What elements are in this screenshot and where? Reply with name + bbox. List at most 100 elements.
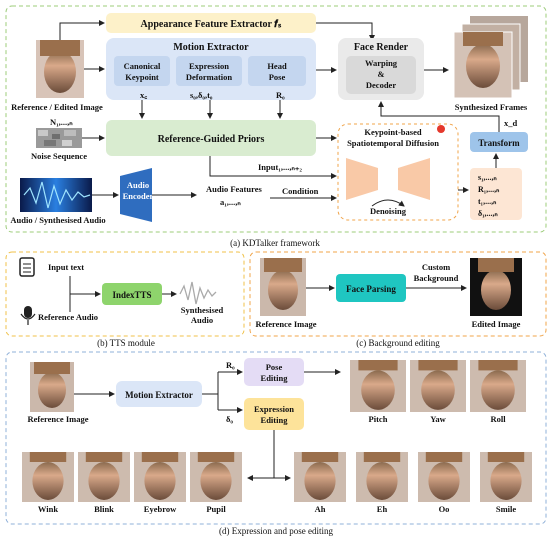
d-reference-label: Reference Image: [28, 414, 89, 424]
warping-line2: &: [377, 69, 384, 79]
expr-oo-label: Oo: [439, 504, 450, 514]
face-parsing-label: Face Parsing: [346, 284, 396, 294]
warping-line3: Decoder: [366, 80, 396, 90]
audio-label: Audio / Synthesised Audio: [10, 215, 105, 225]
pose-editing-box: [244, 358, 304, 386]
param-d: δ₁,...,ₙ: [478, 209, 498, 218]
synth-audio-line2: Audio: [191, 315, 213, 325]
panel-a-border: [5, 5, 547, 233]
audio-encoder-line1: Audio: [127, 180, 149, 190]
param-t: t₁,...,ₙ: [478, 197, 496, 206]
expression-deformation-line1: Expression: [189, 61, 229, 71]
transform-label: Transform: [478, 138, 520, 148]
decoder-trapezoid: [398, 158, 430, 200]
indextts-box: [102, 283, 162, 305]
pose-roll-label: Roll: [490, 414, 506, 424]
arrow-ref-to-appearance: [59, 20, 105, 40]
expr-eh-label: Eh: [377, 504, 388, 514]
encoder-trapezoid: [346, 158, 378, 200]
pose-yaw-label: Yaw: [430, 414, 446, 424]
panel-c-border: [249, 251, 547, 337]
expression-editing-line2: Editing: [261, 415, 289, 425]
caption-d: (d) Expression and pose editing: [219, 526, 333, 536]
noise-image: [36, 128, 82, 148]
warping-box: [346, 56, 416, 94]
expression-editing-line1: Expression: [254, 404, 294, 414]
params-box: [470, 168, 522, 220]
d-motion-box: [116, 381, 202, 407]
expression-deformation-line2: Deformation: [186, 72, 233, 82]
expr-blink-thumb: [78, 452, 130, 502]
synth-waveform-icon: [179, 281, 217, 305]
c-edited-label: Edited Image: [472, 319, 521, 329]
expression-deformation-box: [176, 56, 242, 86]
pose-roll-thumb: [470, 360, 526, 412]
n-seq-label: N₁,...,ₙ: [50, 117, 73, 127]
caption-c: (c) Background editing: [356, 338, 440, 348]
custom-bg-line1: Custom: [422, 262, 450, 272]
synth-frames-label: Synthesized Frames: [455, 102, 528, 112]
xc-label: x꜀: [140, 90, 147, 100]
reference-image-label: Reference / Edited Image: [11, 102, 103, 112]
expr-blink-label: Blink: [94, 504, 114, 514]
expr-ah-thumb: [294, 452, 346, 502]
microphone-icon: [20, 306, 36, 325]
expr-pupil-label: Pupil: [206, 504, 226, 514]
custom-bg-line2: Background: [414, 273, 459, 283]
denoising-loop: [371, 199, 405, 207]
expr-smile-label: Smile: [496, 504, 517, 514]
canonical-keypoint-line1: Canonical: [124, 61, 161, 71]
motion-extractor-label: Motion Extractor: [173, 42, 249, 53]
warping-line1: Warping: [365, 58, 398, 68]
expr-pupil-thumb: [190, 452, 242, 502]
head-pose-line1: Head: [267, 61, 287, 71]
face-parsing-box: [336, 274, 406, 302]
arrow-appearance-to-render: [316, 22, 375, 41]
pose-pitch-label: Pitch: [369, 414, 388, 424]
appearance-extractor-box: [106, 13, 316, 33]
audio-features-line1: Audio Features: [206, 184, 262, 194]
reference-image: [36, 40, 84, 98]
arrow-transform-to-render: [378, 101, 500, 132]
diffusion-line1: Keypoint-based: [364, 127, 421, 137]
input-label: Input₁,...,ₙ₊₂: [258, 162, 302, 172]
reference-audio-label: Reference Audio: [38, 312, 98, 322]
caption-b: (b) TTS module: [97, 338, 155, 348]
audio-encoder-line2: Encoder: [123, 191, 154, 201]
arrow-input-to-diffusion: [209, 156, 337, 179]
audio-features-line2: a₁,...,ₙ: [220, 197, 241, 207]
expr-eyebrow-thumb: [134, 452, 186, 502]
pose-pitch-thumb: [350, 360, 406, 412]
audio-encoder: [120, 168, 152, 222]
appearance-extractor-label: Appearance Feature Extractor 𝒇ₛ: [141, 18, 282, 30]
canonical-keypoint-line2: Keypoint: [125, 72, 159, 82]
d-reference-image: [30, 362, 74, 412]
d-r0-label: R₀: [226, 360, 235, 370]
caption-a: (a) KDTalker framework: [230, 238, 320, 248]
panel-d-border: [5, 351, 547, 525]
canonical-keypoint-box: [114, 56, 170, 86]
expr-smile-thumb: [480, 452, 532, 502]
condition-label: Condition: [282, 186, 319, 196]
param-s: s₁,...,ₙ: [478, 173, 497, 182]
indextts-label: IndexTTS: [112, 290, 151, 300]
expression-editing-box: [244, 398, 304, 430]
diffusion-box: [337, 123, 459, 221]
pose-editing-line2: Editing: [261, 373, 289, 383]
s0d0t0-label: s₀,δ₀,t₀: [190, 90, 213, 100]
pose-yaw-thumb: [410, 360, 466, 412]
priors-box: [106, 120, 316, 156]
d-d0-label: δ₀: [226, 414, 233, 424]
priors-label: Reference-Guided Priors: [158, 134, 265, 145]
c-reference-image: [260, 258, 306, 316]
expr-wink-label: Wink: [38, 504, 58, 514]
transform-box: [470, 132, 528, 152]
pose-editing-line1: Pose: [266, 362, 283, 372]
face-render-label: Face Render: [354, 42, 409, 53]
audio-waveform-image: [20, 178, 92, 212]
expr-wink-thumb: [22, 452, 74, 502]
head-pose-box: [248, 56, 306, 86]
fire-icon: [437, 125, 445, 133]
noise-label: Noise Sequence: [31, 151, 87, 161]
